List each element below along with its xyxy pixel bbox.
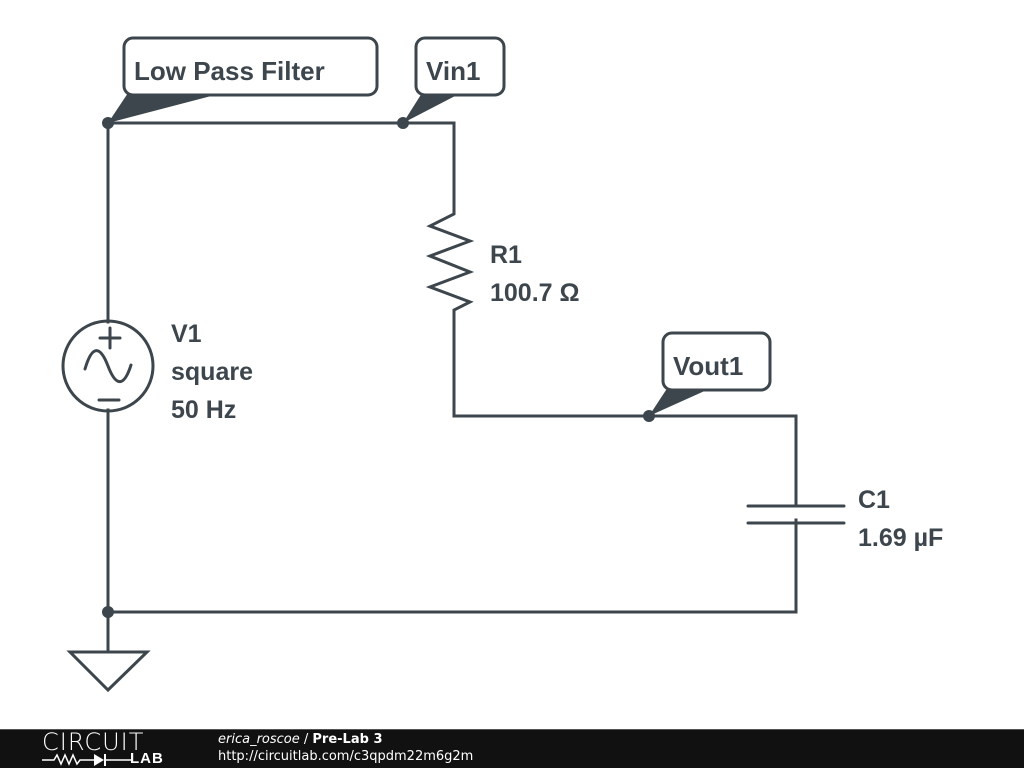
- circuit-url[interactable]: http://circuitlab.com/c3qpdm22m6g2m: [218, 749, 474, 764]
- circuit-title[interactable]: Pre-Lab 3: [312, 732, 383, 747]
- net-label-vout1[interactable]: Vout1: [649, 331, 772, 416]
- flag-text: Vout1: [673, 351, 743, 381]
- ground-icon: [66, 650, 151, 693]
- junction-node: [102, 606, 114, 618]
- flag-pointer: [108, 93, 215, 123]
- flag-box: [122, 36, 379, 97]
- v1-type: square: [171, 358, 253, 386]
- circuit-credit: erica_roscoe / Pre-Lab 3: [218, 732, 383, 748]
- resistor-diode-logo-icon: [42, 753, 132, 766]
- wire-bottom[interactable]: [106, 518, 798, 614]
- resistor-r1[interactable]: R1 100.7 Ω: [425, 211, 580, 324]
- c1-name: C1: [858, 486, 890, 514]
- flag-pointer: [403, 93, 457, 123]
- logo-text-top: CIRCUIT: [42, 728, 145, 756]
- logo-text-bottom: LAB: [130, 750, 164, 767]
- credit-separator: /: [299, 732, 313, 747]
- flag-pointer: [649, 387, 709, 416]
- wires: [106, 121, 798, 654]
- net-label-low-pass-filter[interactable]: Low Pass Filter: [108, 36, 379, 123]
- resistor-icon: [425, 211, 475, 324]
- ground[interactable]: [66, 650, 151, 693]
- ac-voltage-source-icon: [61, 319, 155, 413]
- footer-bar: CIRCUIT LAB erica_roscoe / Pre-Lab 3 htt…: [0, 729, 1024, 768]
- circuit-schematic: R1 100.7 Ω C1 1.69 µF V1 square 50 Hz: [61, 36, 943, 693]
- r1-value: 100.7 Ω: [490, 279, 580, 307]
- flag-box: [661, 331, 772, 392]
- circuitlab-logo[interactable]: CIRCUIT LAB: [40, 730, 180, 769]
- v1-name: V1: [171, 320, 202, 348]
- wire-mid[interactable]: [452, 320, 798, 508]
- c1-value: 1.69 µF: [858, 524, 943, 552]
- flag-box: [414, 36, 506, 97]
- capacitor-icon: [746, 504, 846, 525]
- wire-top[interactable]: [106, 121, 456, 215]
- flag-text: Low Pass Filter: [134, 56, 325, 86]
- flag-text: Vin1: [426, 56, 480, 86]
- net-label-vin1[interactable]: Vin1: [403, 36, 506, 123]
- voltage-source-v1[interactable]: V1 square 50 Hz: [61, 319, 253, 424]
- r1-name: R1: [490, 241, 522, 269]
- v1-value: 50 Hz: [171, 396, 236, 424]
- author-link[interactable]: erica_roscoe: [218, 732, 300, 747]
- capacitor-c1[interactable]: C1 1.69 µF: [746, 486, 943, 552]
